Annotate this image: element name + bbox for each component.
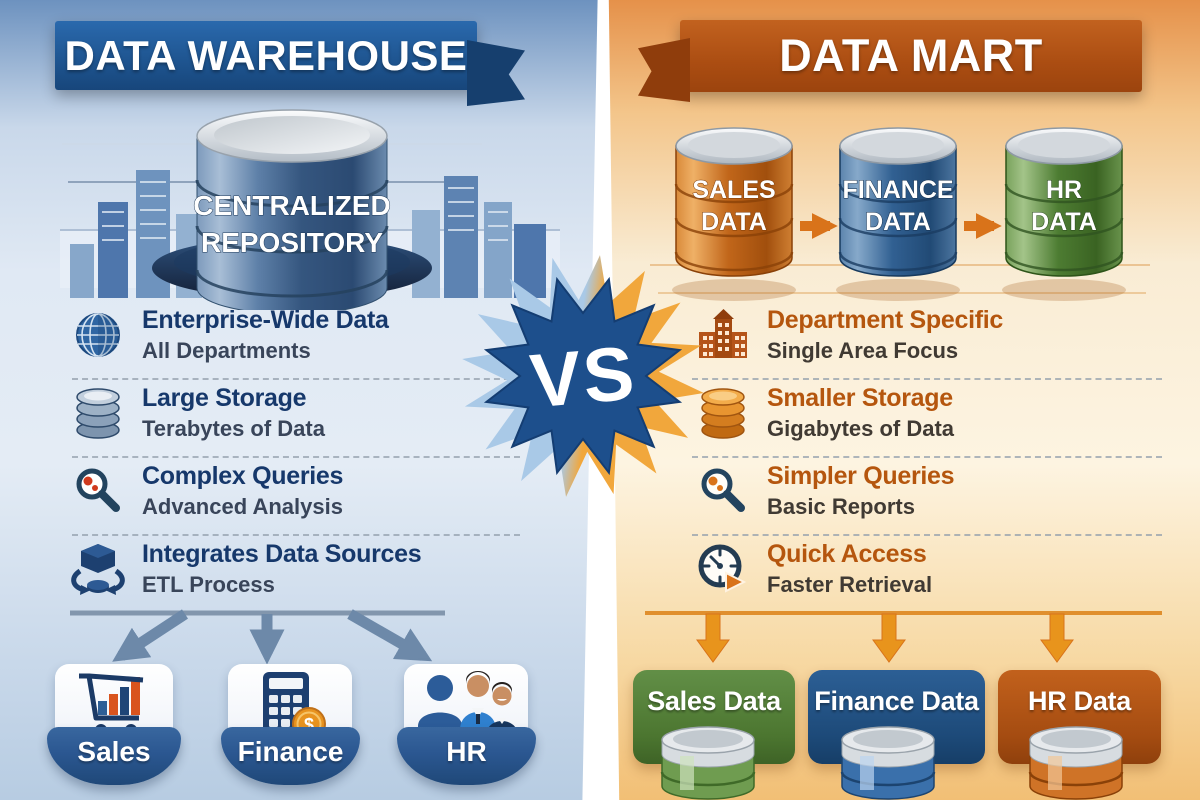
feature-title: Department Specific — [767, 306, 1004, 335]
svg-text:HR: HR — [1046, 176, 1082, 204]
warehouse-title-banner: DATA WAREHOUSE — [55, 21, 525, 106]
finance-output-cylinder — [840, 726, 936, 800]
divider-dashed — [72, 378, 520, 380]
magnifier-orange-icon — [701, 468, 745, 512]
divider-dashed — [692, 378, 1162, 380]
mart-cylinders: SALES DATA FINANCE DATA — [672, 127, 1126, 301]
feature-title: Smaller Storage — [767, 384, 953, 413]
feature-title: Large Storage — [142, 384, 307, 413]
feature-title: Complex Queries — [142, 462, 344, 491]
data-mart-panel: DATA MART — [600, 0, 1200, 800]
finance-banner: Finance — [221, 727, 360, 785]
feature-subtitle: Gigabytes of Data — [767, 415, 955, 441]
database-stack-icon — [76, 388, 120, 439]
feature-subtitle: Basic Reports — [767, 493, 915, 519]
magnifier-icon — [76, 468, 120, 512]
feature-integrates-data-sources: Integrates Data Sources ETL Process — [70, 537, 422, 601]
feature-department-specific: Department Specific Single Area Focus — [695, 303, 1003, 367]
versus-label: VS — [527, 331, 639, 425]
divider-dashed — [72, 534, 520, 536]
feature-title: Quick Access — [767, 540, 927, 569]
repository-label-line1: CENTRALIZED — [193, 190, 391, 221]
feature-subtitle: All Departments — [142, 337, 311, 363]
output-label: Sales Data — [647, 686, 781, 716]
vs-starburst: VS — [462, 255, 704, 497]
department-label: HR — [446, 736, 487, 767]
feature-subtitle: Faster Retrieval — [767, 571, 933, 597]
feature-complex-queries: Complex Queries Advanced Analysis — [70, 459, 343, 523]
sales-banner: Sales — [47, 727, 181, 785]
feature-large-storage: Large Storage Terabytes of Data — [70, 381, 325, 445]
building-icon — [699, 309, 747, 358]
svg-text:DATA: DATA — [701, 208, 767, 236]
svg-text:SALES: SALES — [692, 176, 775, 204]
finance-data-cylinder: FINANCE DATA — [836, 127, 960, 301]
divider-dashed — [692, 534, 1162, 536]
feature-quick-access: Quick Access Faster Retrieval — [695, 537, 932, 601]
department-label: Sales — [77, 736, 151, 767]
centralized-repository-cylinder: CENTRALIZED REPOSITORY — [152, 109, 432, 310]
svg-text:DATA: DATA — [1031, 208, 1097, 236]
sales-data-cylinder: SALES DATA — [672, 127, 796, 301]
feature-title: Integrates Data Sources — [142, 540, 422, 569]
warehouse-title: DATA WAREHOUSE — [64, 31, 468, 79]
mart-title-banner: DATA MART — [638, 20, 1142, 102]
database-orange-icon — [701, 388, 745, 439]
data-warehouse-panel: DATA WAREHOUSE — [0, 0, 600, 800]
mart-title: DATA MART — [779, 30, 1043, 81]
ribbon-tail-icon — [467, 40, 525, 106]
feature-title: Simpler Queries — [767, 462, 955, 491]
feature-enterprise-wide-data: Enterprise-Wide Data All Departments — [70, 303, 389, 367]
feature-subtitle: Terabytes of Data — [142, 415, 325, 441]
ribbon-tail-icon — [638, 38, 690, 102]
svg-text:FINANCE: FINANCE — [842, 176, 953, 204]
divider-dashed — [692, 456, 1162, 458]
feature-smaller-storage: Smaller Storage Gigabytes of Data — [695, 381, 954, 445]
mart-branch-arrows — [645, 611, 1162, 663]
output-label: Finance Data — [814, 686, 979, 716]
guide-line — [658, 292, 1146, 294]
hr-data-cylinder: HR DATA — [1002, 127, 1126, 301]
divider-dashed — [72, 456, 520, 458]
etl-cube-icon — [71, 544, 125, 595]
output-label: HR Data — [1028, 686, 1131, 716]
svg-text:DATA: DATA — [865, 208, 931, 236]
feature-subtitle: Advanced Analysis — [142, 493, 343, 519]
feature-title: Enterprise-Wide Data — [142, 306, 389, 335]
feature-subtitle: Single Area Focus — [767, 337, 959, 363]
feature-subtitle: ETL Process — [142, 571, 275, 597]
repository-label-line2: REPOSITORY — [201, 227, 383, 258]
sales-output-cylinder — [660, 726, 756, 800]
globe-icon — [76, 313, 120, 357]
svg-text:$: $ — [304, 715, 314, 735]
feature-simpler-queries: Simpler Queries Basic Reports — [695, 459, 955, 523]
starburst-core — [483, 276, 683, 476]
hr-output-cylinder — [1028, 726, 1124, 800]
clock-icon — [698, 544, 747, 593]
department-label: Finance — [237, 736, 344, 767]
hr-banner: HR — [397, 727, 536, 785]
warehouse-branch-arrows — [70, 609, 445, 665]
